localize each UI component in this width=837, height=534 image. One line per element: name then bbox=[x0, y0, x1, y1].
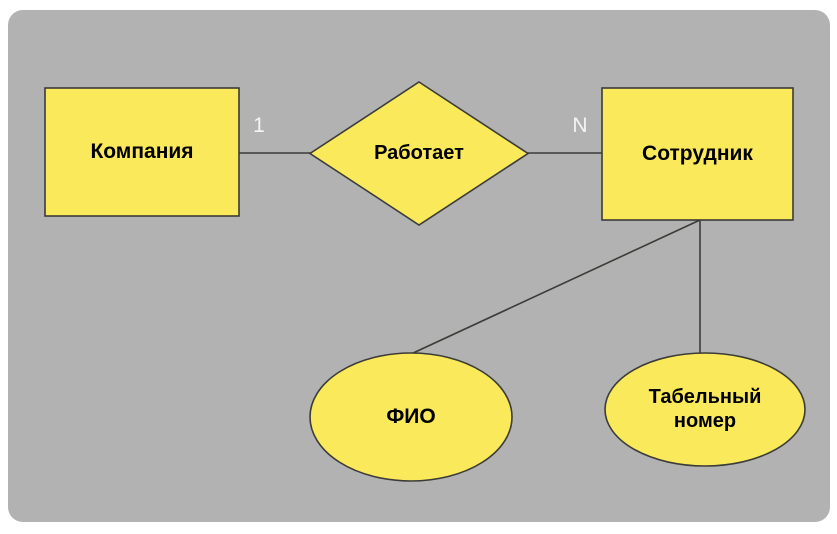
relationship-works-shape[interactable] bbox=[308, 81, 530, 226]
cardinality-label-employee-side: N bbox=[572, 114, 588, 137]
entity-company-shape[interactable] bbox=[44, 87, 240, 217]
attribute-full-name-shape[interactable] bbox=[309, 352, 513, 482]
attribute-personnel-number-shape[interactable] bbox=[604, 352, 806, 467]
entity-employee-shape[interactable] bbox=[601, 87, 794, 221]
cardinality-label-company-side: 1 bbox=[253, 114, 265, 137]
connector-employee-to-full-name bbox=[410, 219, 701, 355]
